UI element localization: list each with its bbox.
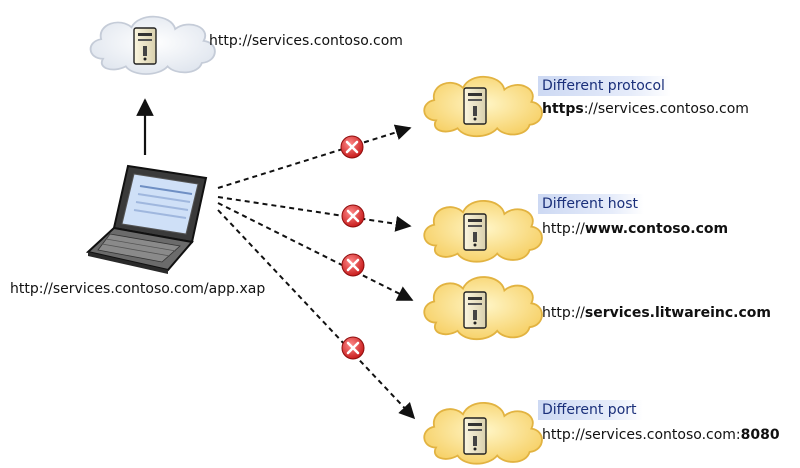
server-icon — [463, 417, 487, 455]
url-part-bold: 8080 — [740, 427, 780, 443]
blocked-x-icon — [340, 135, 364, 159]
blocked-x-icon — [341, 204, 365, 228]
blocked-arrow-protocol — [217, 124, 412, 189]
tag-different-host: Different host — [538, 194, 645, 214]
url-different-port: http://services.contoso.com:8080 — [542, 426, 780, 444]
url-different-protocol: https://services.contoso.com — [542, 100, 749, 118]
blocked-arrow-litware — [217, 202, 414, 301]
server-icon — [463, 87, 487, 125]
server-icon — [463, 291, 487, 329]
url-part-bold: www.contoso.com — [584, 221, 729, 237]
server-icon — [133, 27, 157, 65]
source-app-url: http://services.contoso.com/app.xap — [10, 281, 266, 297]
server-icon — [463, 213, 487, 251]
allowed-server-url: http://services.contoso.com — [209, 33, 403, 49]
blocked-x-icon — [341, 336, 365, 360]
blocked-arrow-host — [217, 196, 412, 232]
url-part: http:// — [542, 221, 585, 237]
url-part-bold: https — [542, 101, 584, 117]
url-part: http:// — [542, 305, 585, 321]
url-different-host-litware: http://services.litwareinc.com — [542, 304, 771, 322]
tag-different-port: Different port — [538, 400, 643, 420]
url-different-host: http://www.contoso.com — [542, 220, 728, 238]
laptop-icon — [85, 164, 208, 274]
url-part: ://services.contoso.com — [583, 101, 749, 117]
url-part: http://services.contoso.com: — [542, 427, 741, 443]
blocked-x-icon — [341, 253, 365, 277]
tag-different-protocol: Different protocol — [538, 76, 671, 96]
url-part-bold: services.litwareinc.com — [584, 305, 771, 321]
blocked-arrow-port — [217, 209, 416, 420]
